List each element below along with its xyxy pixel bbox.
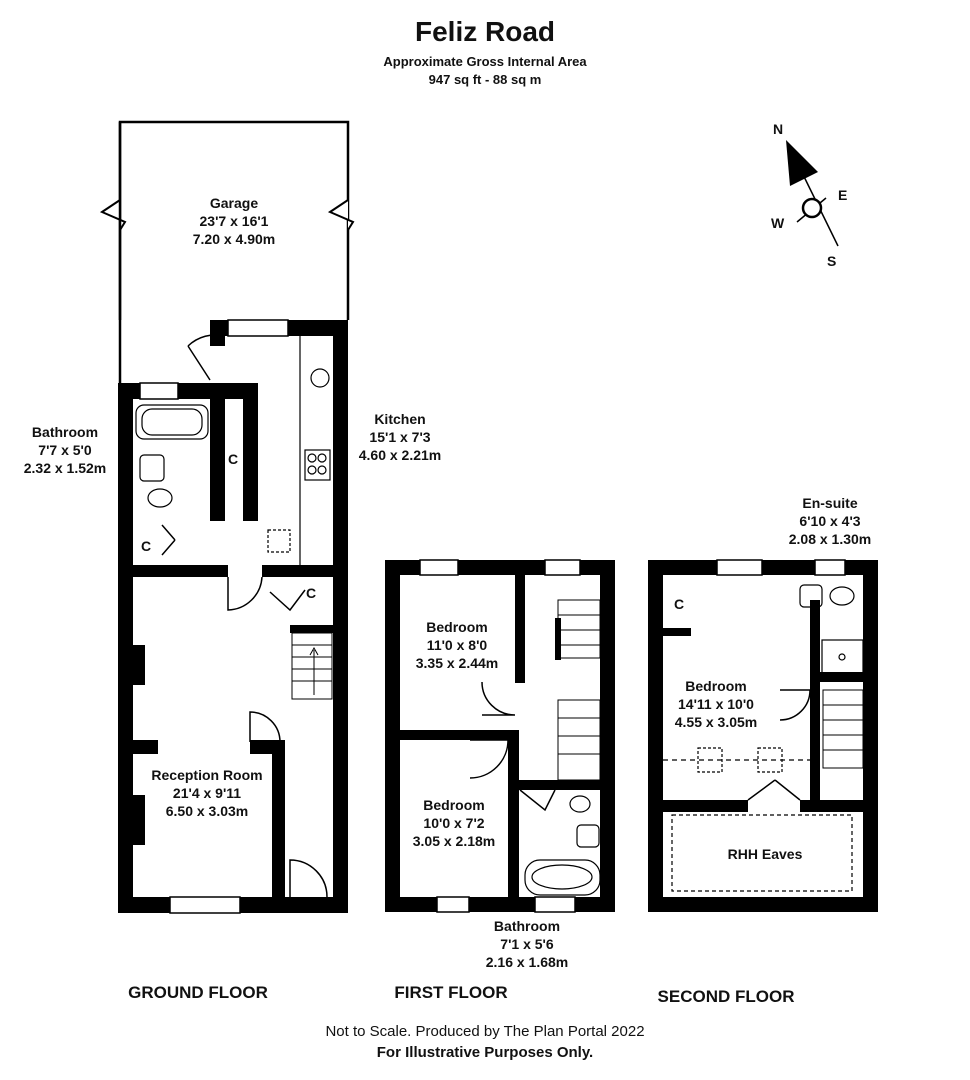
cupboard-mark: C [141,538,152,554]
cupboard-mark: C [306,585,317,601]
kitchen-north-stub [210,320,225,346]
cupboard-mark: C [228,451,239,467]
room-name: Bedroom [423,797,485,813]
first-landing-wall [515,575,525,683]
room-name: En-suite [802,495,858,511]
room-size-imperial: 23'7 x 16'1 [199,213,269,229]
room-name: Kitchen [374,411,426,427]
gross-area: 947 sq ft - 88 sq m [428,72,542,87]
room-size-metric: 7.20 x 4.90m [192,231,276,247]
first-south-wall [385,897,615,912]
room-size-metric: 3.35 x 2.44m [415,655,499,671]
room-label-first-bedroom-b: Bedroom 10'0 x 7'2 3.05 x 2.18m [413,796,496,850]
walls [118,320,878,913]
compass-north-label: N [773,121,784,137]
footer-disclaimer: For Illustrative Purposes Only. [376,1044,594,1061]
fireplace-upper [133,645,145,685]
ensuite-south-wall [810,672,878,682]
compass-west-label: W [771,215,785,231]
eaves-north-wall-right [800,800,878,812]
cupboard-east-wall [243,383,258,521]
room-size-imperial: 7'7 x 5'0 [38,442,92,458]
second-cupboard-wall [663,628,691,636]
room-size-imperial: 21'4 x 9'11 [172,785,242,801]
room-size-imperial: 15'1 x 7'3 [369,429,431,445]
room-size-metric: 3.05 x 2.18m [412,833,496,849]
bathroom-east-wall [210,383,225,521]
floor-label-first: FIRST FLOOR [394,983,508,1002]
room-size-imperial: 7'1 x 5'6 [500,936,554,952]
room-name: Bedroom [426,619,488,635]
second-east-wall [863,560,878,912]
compass-east-label: E [838,187,848,203]
room-label-first-bedroom-a: Bedroom 11'0 x 8'0 3.35 x 2.44m [416,618,499,672]
stair-top-wall [290,625,333,633]
room-label-reception: Reception Room 21'4 x 9'11 6.50 x 3.03m [151,766,262,820]
bathroom-north-wall [118,383,258,399]
fixtures [135,336,864,896]
garage-outline [99,120,355,383]
room-name: Garage [209,195,259,211]
ground-east-wall [333,320,348,913]
room-name: Bedroom [685,678,747,694]
room-label-ground-bathroom: Bathroom 7'7 x 5'0 2.32 x 1.52m [24,423,107,477]
first-bedroom-divider [385,730,519,740]
room-size-metric: 2.16 x 1.68m [485,954,569,970]
footer-credit: Not to Scale. Produced by The Plan Porta… [325,1023,645,1040]
fireplace-lower [133,795,145,845]
room-size-metric: 2.32 x 1.52m [23,460,107,476]
eaves-north-wall-left [648,800,748,812]
room-size-imperial: 14'11 x 10'0 [678,696,754,712]
room-label-ensuite: En-suite 6'10 x 4'3 2.08 x 1.30m [789,494,872,548]
reception-north-wall [118,565,228,577]
ground-west-wall [118,383,133,913]
room-size-imperial: 11'0 x 8'0 [426,637,488,653]
hall-west-wall [272,742,285,912]
room-size-imperial: 6'10 x 4'3 [799,513,861,529]
room-name: Bathroom [493,918,561,934]
chimney-breast-wall [118,740,158,754]
room-label-garage: Garage 23'7 x 16'1 7.20 x 4.90m [193,194,276,248]
room-name: Reception Room [151,767,263,783]
room-label-first-bathroom: Bathroom 7'1 x 5'6 2.16 x 1.68m [486,917,569,971]
floor-label-ground: GROUND FLOOR [128,983,268,1002]
floor-label-second: SECOND FLOOR [657,987,795,1006]
first-bathroom-north-wall [519,780,600,790]
compass-south-label: S [827,253,837,269]
doors [161,334,811,898]
second-south-wall [648,897,878,912]
room-label-second-bedroom: Bedroom 14'11 x 10'0 4.55 x 3.05m [675,677,758,731]
room-size-metric: 4.60 x 2.21m [358,447,442,463]
room-name: RHH Eaves [727,846,803,862]
room-size-imperial: 10'0 x 7'2 [423,815,485,831]
windows [139,319,846,914]
room-name: Bathroom [31,424,99,440]
first-east-wall [600,560,615,912]
room-size-metric: 2.08 x 1.30m [788,531,872,547]
cupboard-mark: C [674,596,685,612]
compass-rose [786,140,839,247]
second-west-wall [648,560,663,912]
page-subtitle: Approximate Gross Internal Area [383,54,587,69]
page-title: Feliz Road [414,16,556,47]
room-size-metric: 4.55 x 3.05m [674,714,758,730]
hall-cupboard-north-wall [262,565,333,577]
room-size-metric: 6.50 x 3.03m [165,803,249,819]
second-stair-wall [810,682,820,800]
ensuite-west-wall [810,600,820,690]
room-label-kitchen: Kitchen 15'1 x 7'3 4.60 x 2.21m [359,410,442,464]
room-label-eaves: RHH Eaves [728,845,803,863]
first-bathroom-west-wall [508,730,519,898]
stairs [291,599,864,781]
